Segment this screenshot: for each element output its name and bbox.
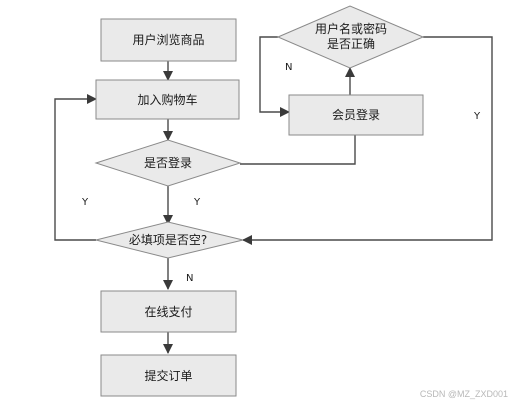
node-browse-products: 用户浏览商品 — [100, 18, 237, 62]
node-is-logged-in-label: 是否登录 — [144, 155, 192, 170]
node-submit-order-label: 提交订单 — [144, 368, 192, 383]
edge-label-credentials-yes: Y — [473, 111, 481, 122]
node-browse-products-label: 用户浏览商品 — [132, 32, 204, 47]
watermark-text: CSDN @MZ_ZXD001 — [420, 389, 508, 399]
edge-label-credentials-no: N — [285, 62, 292, 73]
edge-credentials-no — [259, 36, 290, 117]
node-add-to-cart: 加入购物车 — [95, 79, 240, 120]
edge-label-required-empty-no: N — [186, 273, 193, 284]
node-submit-order: 提交订单 — [100, 354, 237, 397]
node-pay-online: 在线支付 — [100, 290, 237, 333]
edge-label-required-empty-yes: Y — [81, 197, 89, 208]
edge-credentials-yes — [242, 36, 493, 245]
edge-label-logged-in-yes: Y — [193, 197, 201, 208]
node-required-empty: 必填项是否空? — [95, 221, 244, 259]
edge-required-empty-yes — [54, 94, 97, 241]
node-credentials-check: 用户名或密码 是否正确 — [276, 5, 425, 69]
node-credentials-check-label-line1: 用户名或密码 — [315, 21, 387, 36]
node-member-login-label: 会员登录 — [332, 107, 380, 122]
node-credentials-check-label-line2: 是否正确 — [327, 37, 375, 51]
node-required-empty-label: 必填项是否空? — [129, 233, 207, 247]
node-pay-online-label: 在线支付 — [144, 305, 192, 319]
edge-not-logged-in — [240, 135, 356, 165]
node-is-logged-in: 是否登录 — [94, 139, 242, 187]
node-add-to-cart-label: 加入购物车 — [137, 92, 197, 107]
node-member-login: 会员登录 — [288, 94, 424, 136]
